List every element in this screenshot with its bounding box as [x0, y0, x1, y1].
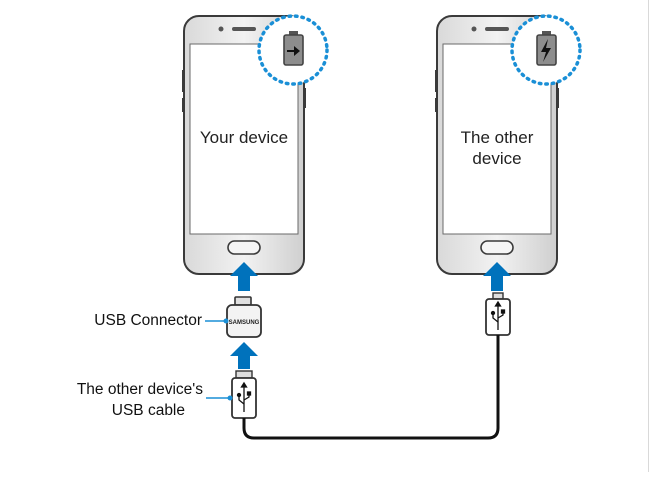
usb-icon [236, 381, 252, 412]
connector-brand-text: SAMSUNG [229, 320, 260, 326]
battery-share-icon [283, 31, 304, 66]
usb-plug-left [231, 370, 257, 419]
your-device-label: Your device [199, 128, 289, 147]
home-button [227, 240, 261, 255]
arrow-up-icon [230, 342, 258, 369]
battery-charging-icon [536, 31, 557, 66]
usb-cable [242, 335, 500, 440]
arrow-up-icon [230, 262, 258, 291]
your-device-phone [182, 15, 306, 275]
usb-plug-right [485, 292, 511, 336]
arrow-up-icon [483, 262, 511, 291]
usb-cable-label-line2: USB cable [111, 402, 185, 419]
home-button [480, 240, 514, 255]
usb-icon [490, 300, 506, 330]
other-device-label-line1: The other [460, 128, 534, 147]
other-device-label-line2: device [472, 149, 522, 168]
usb-cable-label-line1: The other device's [76, 381, 203, 398]
usb-connector: SAMSUNG [226, 296, 262, 338]
battery-transfer-callout [257, 14, 329, 86]
page-edge-divider [648, 0, 649, 472]
battery-charging-callout [510, 14, 582, 86]
usb-connector-label: USB Connector [94, 312, 202, 329]
callout-line-connector [205, 318, 229, 324]
callout-line-cable [206, 395, 233, 401]
